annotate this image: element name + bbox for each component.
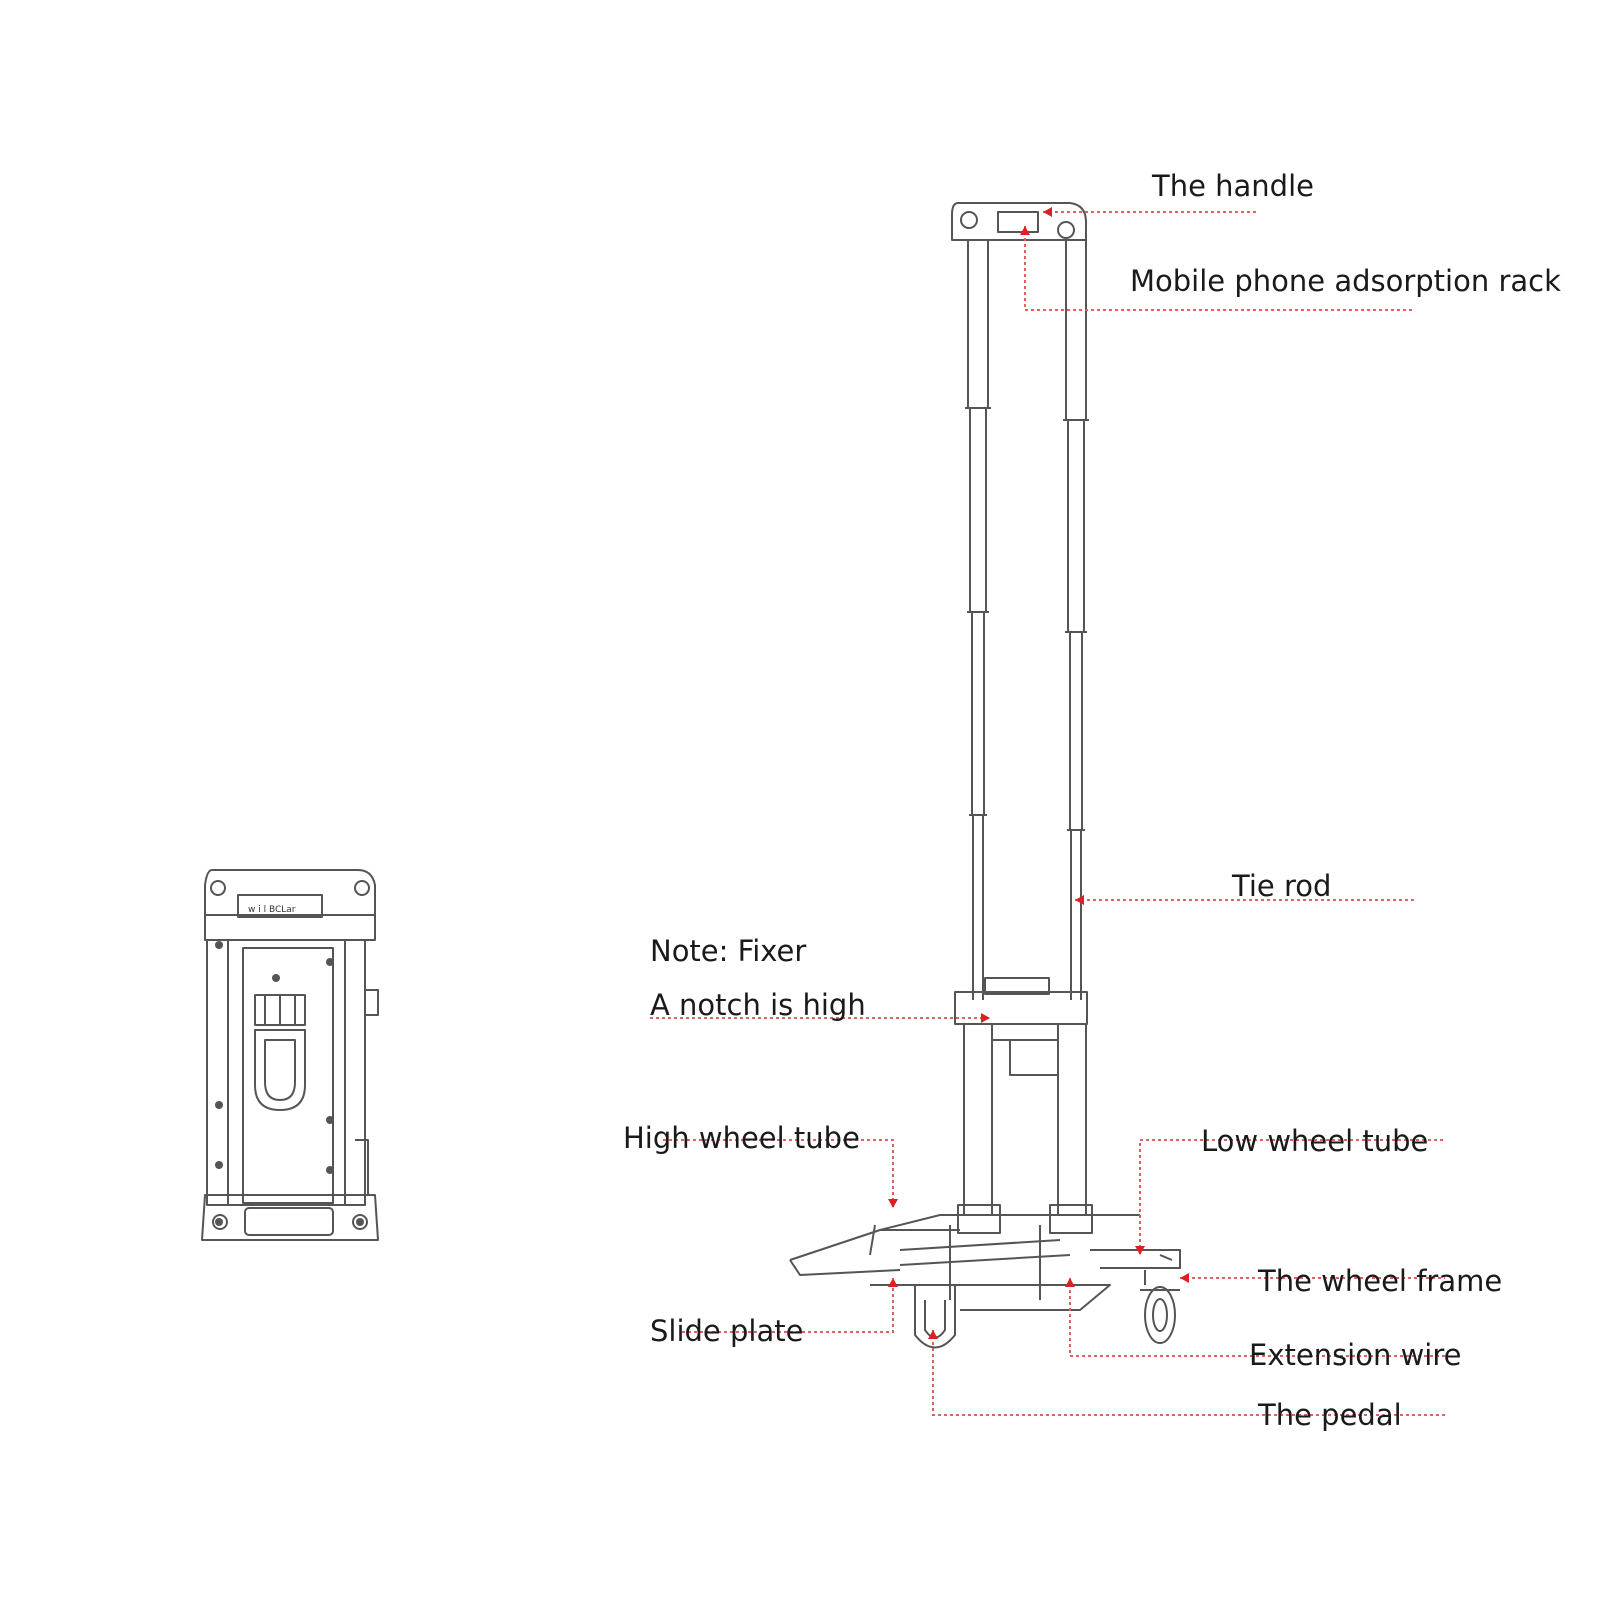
svg-text:w i l BCLar: w i l BCLar bbox=[248, 905, 296, 915]
label-handle: The handle bbox=[1152, 169, 1314, 203]
label-pedal: The pedal bbox=[1258, 1398, 1402, 1432]
label-notch-high: A notch is high bbox=[650, 988, 866, 1022]
label-tie-rod: Tie rod bbox=[1232, 869, 1332, 903]
label-extension-wire: Extension wire bbox=[1249, 1338, 1462, 1372]
label-high-wheel-tube: High wheel tube bbox=[623, 1121, 860, 1155]
folded-trolley: w i l BCLar bbox=[201, 869, 379, 1241]
label-slide-plate: Slide plate bbox=[650, 1314, 804, 1348]
arrow-markers bbox=[888, 207, 1189, 1339]
label-wheel-frame: The wheel frame bbox=[1258, 1264, 1503, 1298]
label-note-fixer: Note: Fixer bbox=[650, 934, 807, 968]
leader-lines bbox=[650, 211, 1445, 1416]
extended-trolley bbox=[789, 202, 1181, 1349]
label-low-wheel-tube: Low wheel tube bbox=[1201, 1124, 1429, 1158]
label-phone-rack: Mobile phone adsorption rack bbox=[1130, 264, 1561, 298]
